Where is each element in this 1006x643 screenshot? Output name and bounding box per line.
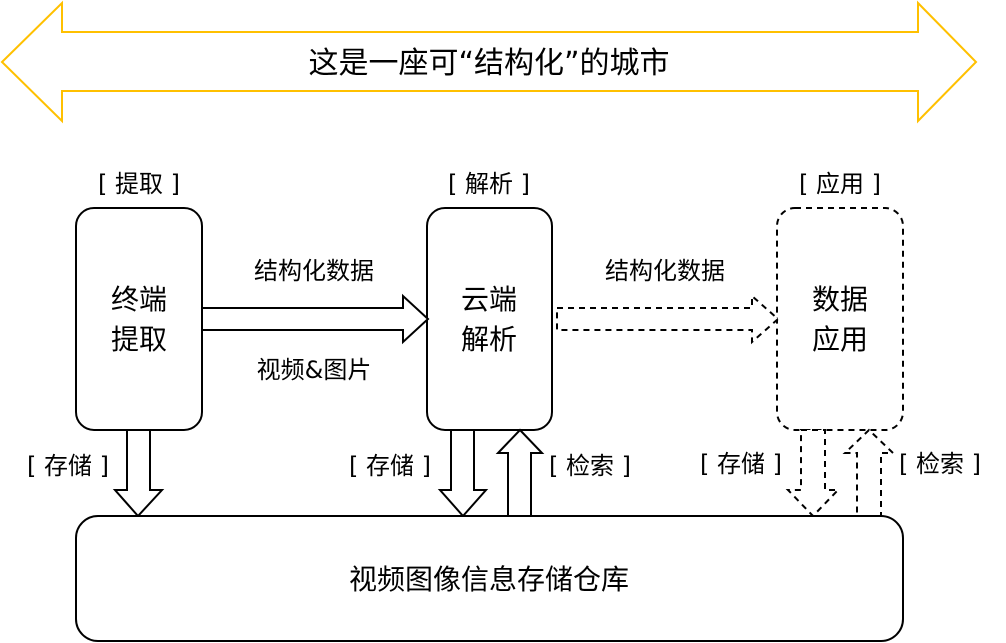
extract-store-arrow	[112, 429, 165, 518]
apply-box	[776, 207, 904, 431]
apply-search-label: [ 检索 ]	[899, 450, 981, 478]
banner-title: 这是一座可“结构化”的城市	[308, 46, 669, 81]
warehouse-label: 视频图像信息存储仓库	[349, 563, 629, 596]
extract-box-line1: 终端	[111, 283, 167, 316]
extract-to-parse-arrow	[201, 293, 430, 345]
apply-search-dashed-arrow	[842, 428, 896, 517]
parse-box	[426, 207, 553, 431]
extract-header: [ 提取 ]	[98, 170, 180, 198]
apply-store-label: [ 存储 ]	[700, 450, 782, 478]
parse-to-apply-dashed-arrow	[556, 293, 780, 345]
extract-to-parse-top-label: 结构化数据	[254, 257, 374, 285]
warehouse-box	[75, 515, 904, 642]
extract-box-line2: 提取	[111, 323, 167, 356]
banner-double-arrow	[0, 0, 978, 124]
apply-box-line2: 应用	[812, 323, 868, 356]
parse-search-arrow	[495, 428, 545, 517]
parse-store-arrow	[437, 429, 489, 518]
parse-header: [ 解析 ]	[448, 170, 530, 198]
parse-box-line2: 解析	[461, 323, 517, 356]
apply-box-line1: 数据	[812, 283, 868, 316]
parse-search-label: [ 检索 ]	[549, 452, 631, 480]
extract-store-label: [ 存储 ]	[27, 452, 109, 480]
parse-box-line1: 云端	[461, 283, 517, 316]
apply-header: [ 应用 ]	[799, 170, 881, 198]
apply-store-dashed-arrow	[785, 429, 841, 518]
extract-box	[75, 207, 203, 431]
extract-to-parse-bottom-label: 视频&图片	[257, 356, 372, 384]
parse-store-label: [ 存储 ]	[349, 452, 431, 480]
parse-to-apply-label: 结构化数据	[605, 257, 725, 285]
